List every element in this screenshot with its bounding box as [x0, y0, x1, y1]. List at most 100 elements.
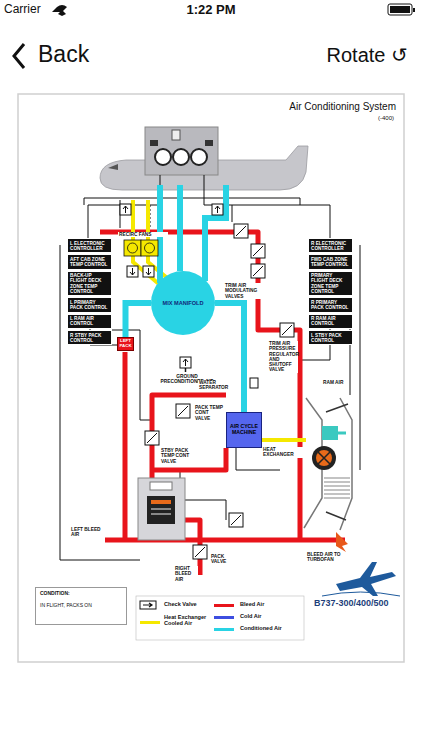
node-label: R PRIMARY PACK CONTROL	[311, 300, 350, 310]
pack-control-panel	[138, 478, 185, 540]
page-frame	[18, 94, 404, 662]
check-valve-symbol	[143, 266, 154, 277]
node-label: L PRIMARY PACK CONTROL	[70, 300, 109, 310]
ram-air-door	[338, 432, 346, 435]
fin-stroke	[324, 498, 350, 499]
recirc-fan-symbol	[141, 240, 158, 256]
controller-box: R RAM AIR CONTROL	[308, 314, 353, 329]
controller-box: AFT CAB ZONE TEMP CONTROL	[67, 254, 112, 269]
node-body: IN FLIGHT, PACKS ON	[40, 603, 122, 609]
control-wires	[185, 500, 226, 520]
node-label: R RAM AIR CONTROL	[311, 316, 350, 326]
recirc-fan-symbol	[124, 240, 158, 256]
bleed-air-ducts	[100, 232, 300, 540]
check-valve-symbol	[215, 206, 220, 213]
check-valve-symbol	[180, 357, 191, 368]
ui-text: Carrier	[4, 3, 41, 16]
callout-label: RAM AIR	[322, 380, 348, 385]
callout-label: TRIM AIR MODULATING VALVES	[224, 283, 270, 299]
ui-text: Back	[38, 42, 89, 67]
check-valve-symbol	[123, 206, 128, 213]
bleed-air-ducts	[123, 352, 128, 540]
controller-box: R PRIMARY PACK CONTROL	[308, 297, 353, 312]
diagram-title: Air Conditioning System	[200, 101, 396, 112]
check-valve-arrow	[143, 603, 152, 607]
modulating-valve-symbol	[231, 515, 241, 525]
status-icons	[390, 6, 410, 13]
node-label: R STBY PACK CONTROL	[70, 333, 109, 343]
airplane-fuselage	[108, 164, 118, 170]
legend-swatch	[214, 616, 234, 619]
status-icons	[388, 4, 412, 15]
overhead-panel	[145, 127, 218, 175]
overhead-panel	[172, 130, 180, 140]
overhead-panel	[205, 140, 213, 146]
legend-text: Heat Exchanger Cooled Air	[164, 614, 210, 626]
node-label: R ELECTRONIC CONTROLLER	[311, 241, 350, 251]
ram-air-door	[322, 426, 338, 440]
controller-box: PRIMARY FLIGHT DECK ZONE TEMP CONTROL	[308, 271, 353, 297]
callout-label: RIGHT BLEED AIR	[174, 566, 198, 582]
status-icons	[52, 5, 67, 12]
node-label: L ELECTRONIC CONTROLLER	[70, 241, 109, 251]
callout-label: TRIM AIR PRESSURE REGULATOR AND SHUTOFF …	[268, 341, 298, 373]
component-box: LEFT PACK	[117, 337, 134, 351]
conditioned-air-ducts	[177, 185, 183, 271]
fin-stroke	[324, 494, 350, 495]
legend-text: Check Valve	[164, 601, 212, 607]
overhead-panel	[173, 149, 189, 165]
overhead-panel	[191, 149, 207, 165]
callout-label: LEFT BLEED AIR	[70, 527, 102, 538]
ui-text: B737-300/400/500	[314, 599, 404, 609]
controller-box: L PRIMARY PACK CONTROL	[67, 297, 112, 312]
modulating-valve-symbol	[147, 433, 157, 443]
legend-frame	[136, 596, 304, 640]
modulating-valve-symbol	[178, 406, 188, 416]
check-valve-symbol	[183, 359, 188, 366]
check-valve-symbol	[212, 204, 223, 215]
pack-control-panel	[151, 500, 171, 504]
check-valve-symbol	[146, 268, 151, 275]
pack-control-panel	[150, 482, 172, 490]
fin-stroke	[324, 482, 350, 483]
fin-stroke	[324, 478, 350, 479]
modulating-valve-symbol	[282, 325, 292, 335]
pack-control-panel	[138, 478, 185, 540]
airline-logo	[336, 562, 396, 596]
conditioned-air-duct	[215, 303, 244, 412]
control-wires	[232, 205, 233, 222]
control-wires	[204, 175, 330, 238]
modulating-valve-symbol	[193, 545, 207, 559]
callout-label: PACK VALVE	[210, 554, 236, 565]
legend-text: Bleed Air	[240, 601, 300, 607]
control-wires	[84, 198, 300, 205]
recirc-fan-symbol	[145, 243, 155, 253]
modulating-valve-symbol	[145, 224, 294, 559]
ui-text: 1:22 PM	[161, 3, 261, 17]
legend-swatch	[214, 628, 234, 631]
pack-control-panel	[151, 513, 171, 515]
component-box: AIR CYCLE MACHINE	[226, 412, 262, 448]
controller-box: R ELECTRONIC CONTROLLER	[308, 238, 353, 253]
check-valve-symbol	[140, 601, 156, 609]
modulating-valve-symbol	[195, 547, 205, 557]
controller-box: L STBY PACK CONTROL	[308, 330, 353, 345]
back-chevron	[14, 44, 24, 68]
modulating-valve-symbol	[251, 244, 265, 258]
manifold-circle: MIX MANIFOLD	[151, 271, 215, 335]
legend-text: Conditioned Air	[240, 625, 300, 631]
overhead-panel	[145, 127, 218, 175]
check-valve-symbol	[127, 266, 138, 277]
callout-label: RECIRC FANS	[118, 232, 168, 237]
fin-stroke	[324, 486, 350, 487]
modulating-valve-symbol	[253, 266, 263, 276]
ram-air-duct	[304, 398, 352, 530]
ram-air-door	[322, 426, 346, 440]
ram-air-fins	[324, 478, 350, 498]
heat-exchanger-icon	[312, 446, 336, 470]
callout-label: BLEED AIR TO TURBOFAN	[306, 552, 358, 563]
conditioned-air-ducts	[205, 185, 226, 281]
ram-air-exhaust	[336, 532, 348, 552]
controller-box: FWD CAB ZONE TEMP CONTROL	[308, 254, 353, 269]
